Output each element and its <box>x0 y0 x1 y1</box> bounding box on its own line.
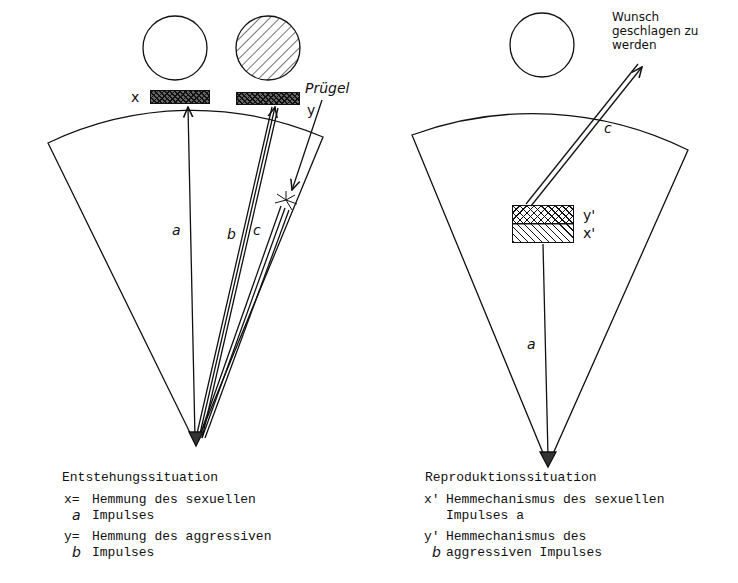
legend-text: Hemmung des sexuellen Impulses <box>92 492 272 524</box>
legend-text: Hemmechanismus des sexuellen Impulses a <box>446 492 682 524</box>
caption: Reproduktionssituation <box>425 470 597 486</box>
node-letter: y' <box>583 207 595 223</box>
arrow-label: a <box>527 336 536 352</box>
stroke-line <box>205 210 289 438</box>
arrow-a <box>188 107 195 438</box>
legend-text: Hemmechanismus des aggressiven Impulses <box>446 529 678 561</box>
arrow-b <box>199 107 275 438</box>
legend-key: x= <box>64 492 80 508</box>
apex-mark <box>189 432 203 446</box>
arrow-b <box>196 107 272 438</box>
burst-symbol <box>275 191 297 210</box>
sector-outline <box>48 110 323 445</box>
stroke-line <box>199 206 281 438</box>
arrow-label: c <box>253 222 261 238</box>
arrow-label: a <box>172 222 181 238</box>
stroke-line <box>202 208 285 438</box>
node-letter: y <box>307 102 315 118</box>
legend-key: x' <box>424 492 440 508</box>
legend-key: b <box>432 544 441 560</box>
inhibition-bar: y <box>236 92 300 105</box>
inhibition-bar: x <box>150 90 210 104</box>
apex-mark <box>540 452 556 467</box>
leader-arrow <box>292 100 322 190</box>
legend-text: Hemmung des aggressiven Impulses <box>92 529 292 561</box>
legend-key: y= <box>64 529 80 545</box>
legend-key: y' <box>424 529 440 545</box>
arrow-c <box>531 67 642 206</box>
plain-circle <box>143 16 207 80</box>
callout-label: Prügel <box>305 80 349 96</box>
caption: Entstehungssituation <box>62 470 218 486</box>
plain-circle <box>510 13 574 77</box>
arrow-label: b <box>227 226 236 242</box>
arrow-a <box>543 244 548 456</box>
arrow-c <box>526 64 638 204</box>
inhibition-mechanism-box: y'x' <box>512 205 574 243</box>
node-letter: x' <box>583 225 595 241</box>
sector-outline <box>412 114 688 465</box>
node-letter: x <box>131 89 139 105</box>
legend-key: b <box>72 544 81 560</box>
arrow-label: c <box>604 120 612 136</box>
arrow-c <box>202 108 278 438</box>
hatched-circle <box>236 16 300 80</box>
legend-key: a <box>72 507 81 523</box>
callout-label: Wunsch geschlagen zu werden <box>612 10 712 52</box>
